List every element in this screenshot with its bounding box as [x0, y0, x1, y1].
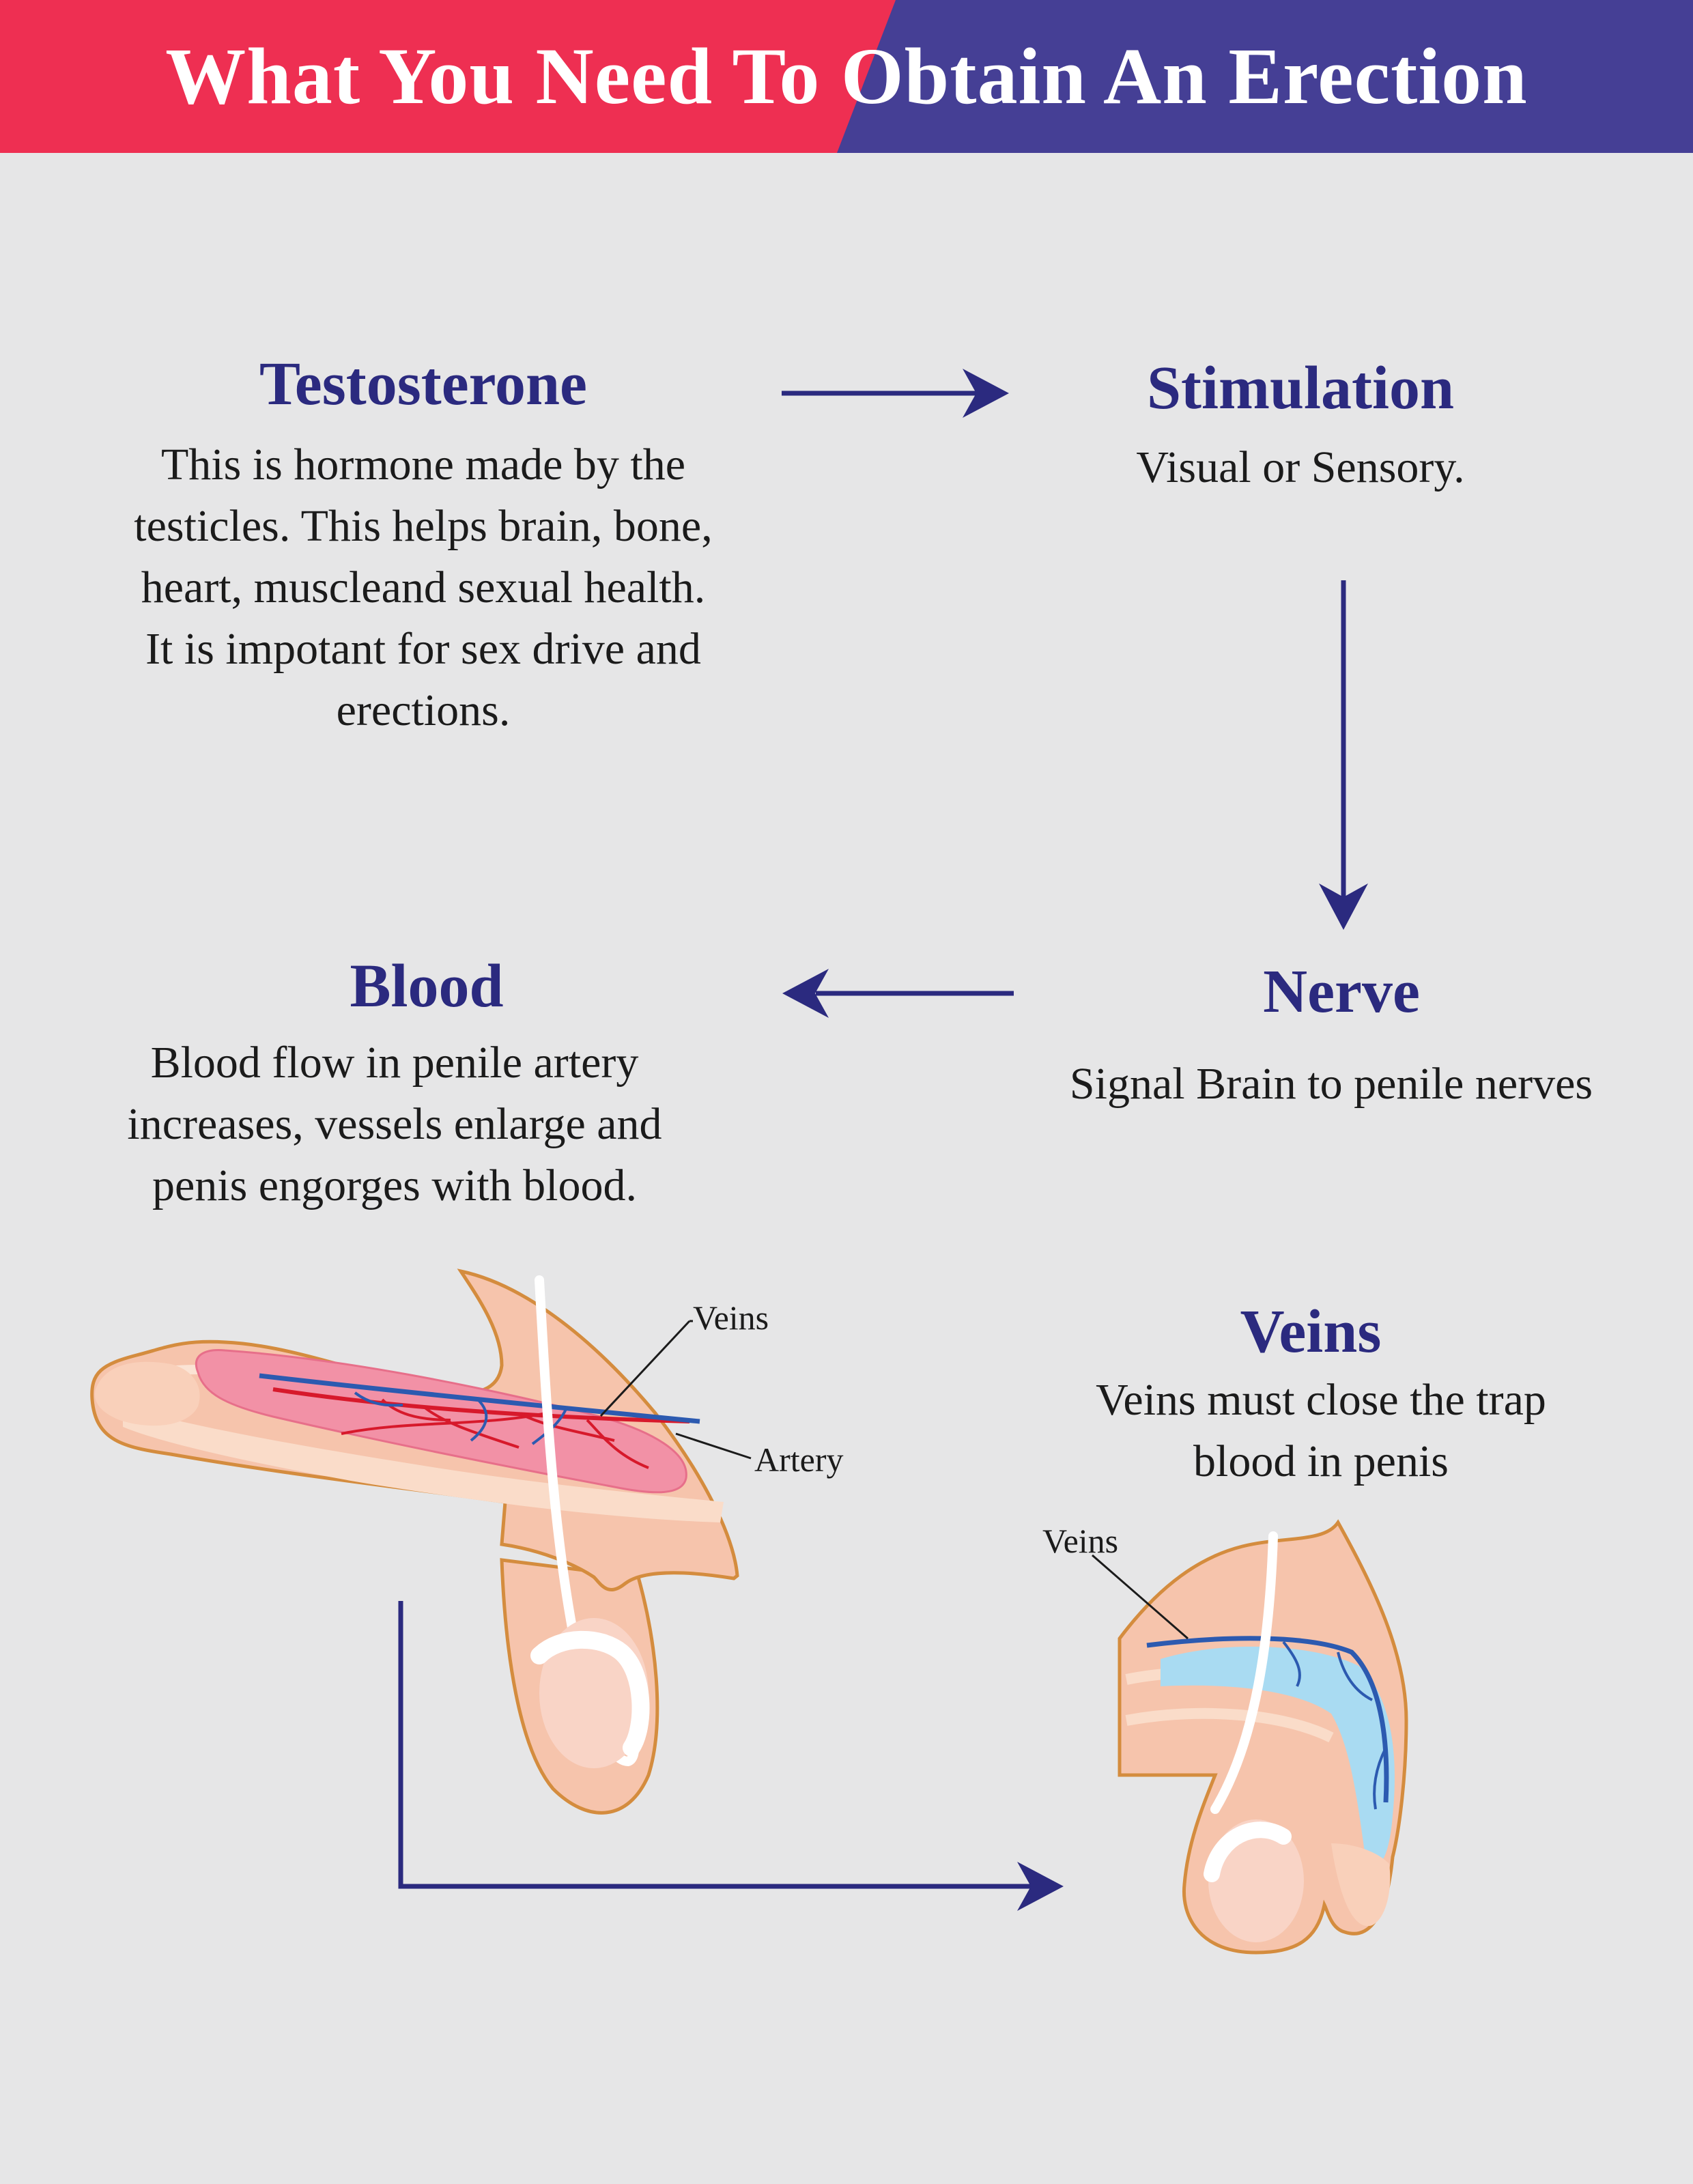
- blood-description: Blood flow in penile artery increases, v…: [53, 1032, 736, 1217]
- blood-title: Blood: [350, 952, 504, 1020]
- testosterone-line: testicles. This helps brain, bone,: [134, 501, 713, 551]
- stimulation-line: Visual or Sensory.: [1136, 442, 1465, 492]
- nerve-description: Signal Brain to penile nerves: [990, 1053, 1673, 1115]
- arrow-testosterone-to-stimulation: [782, 369, 1009, 418]
- testosterone-line: erections.: [336, 685, 511, 735]
- testosterone-line: It is impotant for sex drive and: [145, 624, 701, 674]
- erect-artery-label: Artery: [754, 1441, 844, 1479]
- veins-line: Veins must close the trap: [1096, 1375, 1546, 1425]
- header-red-band: [0, 0, 896, 153]
- page-title: What You Need To Obtain An Erection: [165, 31, 1528, 121]
- stimulation-title: Stimulation: [1146, 354, 1455, 422]
- flaccid-veins-label: Veins: [1042, 1522, 1119, 1560]
- testosterone-description: This is hormone made by the testicles. T…: [82, 434, 765, 741]
- erect-penis-illustration: [90, 1268, 752, 1815]
- blood-line: increases, vessels enlarge and: [127, 1099, 662, 1149]
- blood-line: Blood flow in penile artery: [150, 1038, 639, 1088]
- veins-line: blood in penis: [1193, 1436, 1449, 1486]
- arrow-nerve-to-blood: [782, 969, 1014, 1018]
- header-banner: What You Need To Obtain An Erection: [0, 0, 1693, 153]
- flaccid-penis-illustration: [1092, 1519, 1408, 1955]
- veins-title: Veins: [1240, 1298, 1382, 1365]
- nerve-line: Signal Brain to penile nerves: [1069, 1059, 1593, 1109]
- stimulation-description: Visual or Sensory.: [1027, 437, 1574, 498]
- erect-veins-label: Veins: [693, 1299, 769, 1337]
- veins-description: Veins must close the trap blood in penis: [980, 1370, 1662, 1492]
- arrow-stimulation-to-nerve: [1319, 580, 1368, 930]
- testosterone-title: Testosterone: [259, 350, 587, 418]
- arrow-blood-to-veins: [398, 1601, 1064, 1911]
- testosterone-line: This is hormone made by the: [160, 440, 686, 490]
- nerve-title: Nerve: [1263, 958, 1420, 1025]
- blood-line: penis engorges with blood.: [152, 1161, 638, 1210]
- testosterone-line: heart, muscleand sexual health.: [141, 563, 706, 612]
